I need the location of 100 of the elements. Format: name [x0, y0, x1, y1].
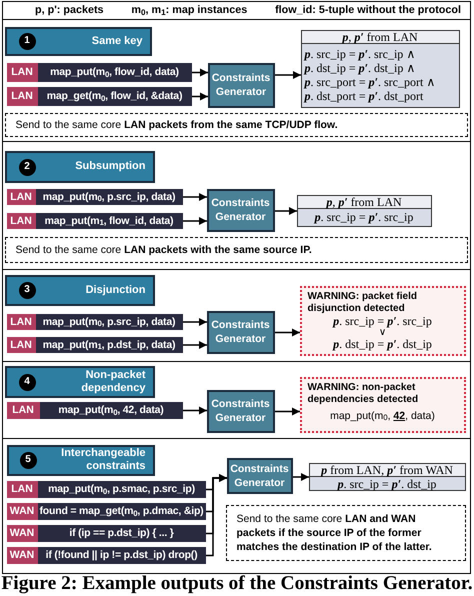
section-title-bar	[4, 26, 152, 56]
section-title: Same key	[92, 34, 142, 48]
code-bar	[6, 336, 182, 352]
generator-box: Constraints Generator	[206, 188, 274, 232]
warning-box	[300, 376, 466, 432]
interface-tag: LAN	[6, 402, 40, 418]
interface-tag: LAN	[6, 86, 38, 106]
code-line: if (ip == p.dst_ip) { ... }	[69, 527, 174, 539]
notation-text: flow_id: 5-tuple without the protocol	[275, 4, 461, 17]
step-number: 5	[20, 452, 36, 468]
constraint-header: p, p′ from LAN	[298, 196, 430, 208]
code-bar	[6, 314, 182, 330]
constraint-formula: p. src_ip = p′. src_ip ∧	[304, 47, 416, 61]
code-line: map_put(m$_{0}$, p.smac, p.src_ip)	[48, 483, 195, 495]
code-line: map_put(m$_{1}$, p.dst_ip, data)	[42, 338, 176, 350]
constraint-header: p, p′ from LAN	[302, 30, 458, 44]
code-bar	[6, 502, 206, 520]
code-bar	[6, 524, 206, 542]
constraint-formula: p. src_ip = p′. src_ip	[314, 210, 414, 224]
constraint-formula: p. dst_port = p′. dst_port	[304, 89, 424, 103]
step-number: 3	[18, 282, 36, 298]
notation-text: m$_{0}$, m$_{1}$: map instances	[131, 4, 248, 17]
constraint-formula: p. src_ip = p′. src_ip	[331, 314, 433, 328]
section-title: Non-packet dependency	[80, 368, 146, 394]
arrow	[183, 217, 207, 225]
section-title: Disjunction	[86, 284, 146, 296]
generator-box: Constraints Generator	[206, 310, 274, 354]
warning-text: WARNING: non-packet dependencies detected	[308, 382, 420, 406]
section-title: Interchangeable constraints	[60, 447, 146, 473]
note-text: Send to the same core LAN packets from the same TCP/UDP flow.	[16, 118, 338, 132]
arrow	[192, 68, 208, 76]
section-title-bar	[4, 150, 154, 182]
section-title: Subsumption	[75, 160, 146, 173]
code-bar	[6, 402, 182, 418]
arrow	[192, 92, 208, 100]
generator-box: Constraints Generator	[206, 390, 274, 432]
code-line: map_put(m$_{0}$, 42, data)	[329, 408, 436, 422]
constraint-box	[300, 30, 460, 108]
step-number: 2	[18, 158, 36, 176]
arrow	[293, 473, 309, 481]
code-bar	[6, 62, 192, 82]
note-box	[4, 112, 468, 136]
interface-tag: LAN	[6, 188, 36, 204]
arrow	[275, 207, 297, 215]
generator-box: Constraints Generator	[208, 62, 274, 108]
section-title-bar	[4, 274, 154, 306]
section-panel	[2, 361, 471, 439]
section-panel	[2, 269, 471, 362]
arrow	[275, 71, 301, 79]
arrow	[183, 406, 207, 414]
code-bar	[6, 546, 206, 564]
section-panel	[2, 438, 471, 574]
arrow	[183, 193, 207, 201]
note-box	[226, 504, 466, 560]
warning-box	[300, 286, 466, 356]
constraint-formula: p. dst_ip = p′. dst_ip ∧	[304, 61, 416, 75]
note-text: Send to the same core LAN packets with the same source IP.	[16, 242, 312, 256]
warning-text: WARNING: packet field disjunction detected	[308, 290, 418, 314]
interface-tag: WAN	[6, 502, 38, 520]
code-bar	[6, 480, 206, 498]
arrow	[183, 341, 207, 349]
code-bar	[6, 188, 182, 204]
notation-text: p, p': packets	[35, 4, 104, 17]
arrow	[275, 328, 300, 336]
interface-tag: LAN	[6, 480, 38, 498]
figure-caption: Figure 2: Example outputs of the Constraints Generator.	[0, 573, 474, 595]
constraint-formula: p. dst_ip = p′. dst_ip	[331, 338, 433, 350]
section-panel	[2, 141, 471, 270]
section-panel	[2, 19, 471, 142]
arrow	[183, 318, 207, 326]
code-line: found = map_get(m$_{0}$, p.dmac, &ip)	[40, 505, 204, 517]
generator-box: Constraints Generator	[226, 458, 292, 494]
interface-tag: LAN	[6, 336, 36, 352]
constraint-box	[308, 462, 466, 490]
step-number: 4	[18, 374, 36, 390]
code-line: map_put(m$_{0}$, p.src_ip, data)	[42, 316, 176, 328]
interface-tag: LAN	[6, 212, 36, 228]
code-bar	[6, 86, 192, 106]
code-line: map_put(m$_{0}$, 42, data)	[58, 404, 164, 416]
interface-tag: WAN	[6, 524, 38, 542]
interface-tag: LAN	[6, 62, 38, 82]
arrow	[206, 474, 227, 556]
code-line: if (!found || ip != p.dst_ip) drop()	[46, 549, 198, 561]
interface-tag: WAN	[6, 546, 38, 564]
code-line: map_put(m$_{0}$, p.src_ip, data)	[42, 190, 176, 202]
constraint-formula: p. src_port = p′. src_port ∧	[304, 75, 436, 89]
section-title-bar	[4, 366, 154, 398]
code-bar	[6, 212, 182, 228]
logic-operator: ∨	[378, 328, 386, 338]
interface-tag: LAN	[6, 314, 36, 330]
code-line: map_put(m$_{1}$, flow_id, data)	[44, 214, 174, 226]
constraint-header: p from LAN, p′ from WAN	[310, 464, 464, 476]
section-title-bar	[6, 444, 154, 476]
arrow	[275, 408, 300, 416]
constraint-box	[296, 194, 432, 226]
code-line: map_put(m$_{0}$, flow_id, data)	[50, 66, 179, 78]
note-text: Send to the same core LAN and WAN packets if the source IP of the former matches the destination IP of the latter.	[236, 512, 433, 554]
code-line: map_get(m$_{0}$, flow_id, &data)	[46, 90, 182, 102]
step-number: 1	[18, 32, 36, 50]
note-box	[4, 236, 468, 262]
